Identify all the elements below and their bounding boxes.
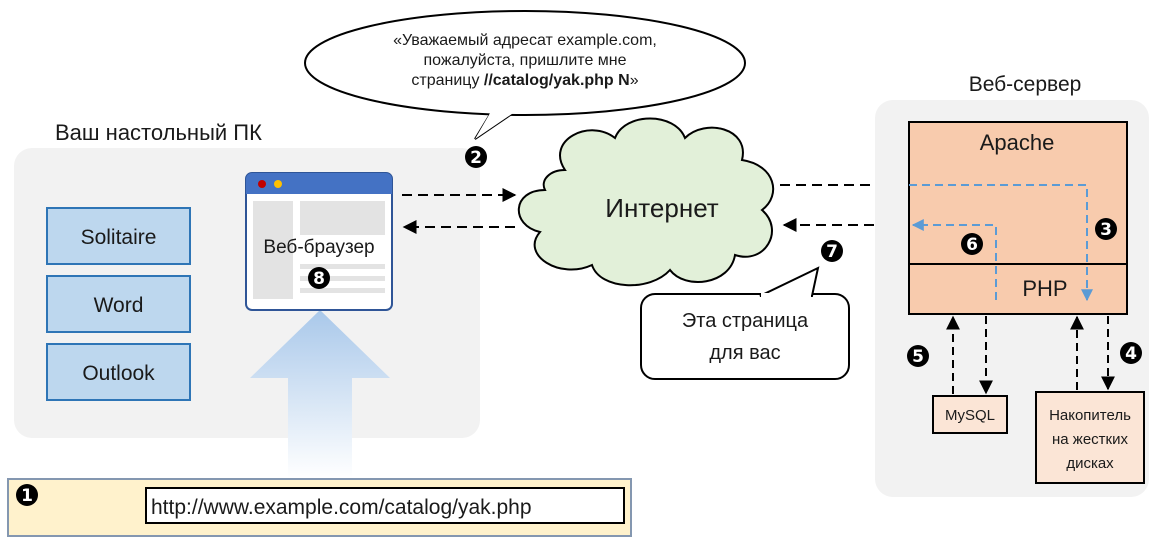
- step-8-label: 8: [313, 269, 325, 289]
- step-1-badge: 1: [16, 484, 38, 506]
- disk-label-line-3: дисках: [1066, 455, 1114, 472]
- step-3-label: 3: [1100, 220, 1112, 240]
- step-4-badge: 4: [1120, 342, 1142, 364]
- step-7-badge: 7: [821, 240, 843, 262]
- response-line-2: для вас: [709, 342, 780, 364]
- internet-cloud: Интернет: [517, 117, 775, 287]
- php-to-apache-flow: [911, 219, 997, 300]
- step-2-label: 2: [470, 148, 482, 168]
- request-line-1: «Уважаемый адресат example.com,: [393, 32, 657, 49]
- step-7-label: 7: [826, 242, 838, 262]
- response-bubble: Эта страница для вас: [640, 266, 850, 380]
- minimize-dot-icon: [274, 180, 282, 188]
- request-line-3-prefix: страницу: [411, 72, 484, 89]
- server-title: Веб-сервер: [969, 73, 1082, 96]
- browser-window: Веб-браузер 8: [245, 172, 393, 311]
- step-5-label: 5: [912, 347, 924, 367]
- url-text: http://www.example.com/catalog/yak.php: [151, 496, 532, 519]
- disk-label-line-2: на жестких: [1052, 431, 1128, 448]
- php-label: PHP: [1022, 276, 1067, 301]
- url-bar: 1 http://www.example.com/catalog/yak.php: [7, 478, 632, 537]
- disk-storage-box: Накопитель на жестких дисках: [1035, 391, 1145, 484]
- app-word: Word: [46, 275, 191, 333]
- apache-label: Apache: [980, 130, 1055, 155]
- request-line-3: страницу //catalog/yak.php N»: [411, 72, 638, 89]
- internet-label: Интернет: [605, 193, 719, 223]
- app-label-outlook: Outlook: [82, 362, 155, 385]
- request-line-3-suffix: »: [630, 72, 639, 89]
- step-4-label: 4: [1125, 344, 1137, 364]
- desktop-title: Ваш настольный ПК: [55, 120, 262, 145]
- step-5-badge: 5: [907, 345, 929, 367]
- step-6-badge: 6: [961, 233, 983, 255]
- step-6-label: 6: [966, 235, 978, 255]
- browser-label: Веб-браузер: [263, 237, 374, 258]
- apache-php-box: Apache PHP: [908, 121, 1128, 315]
- app-label-word: Word: [94, 294, 144, 317]
- close-dot-icon: [258, 180, 266, 188]
- apache-to-php-flow: [909, 184, 1093, 302]
- mysql-label: MySQL: [945, 407, 995, 424]
- input-up-arrow: [250, 310, 390, 478]
- request-line-3-bold: //catalog/yak.php N: [484, 72, 630, 89]
- app-solitaire: Solitaire: [46, 207, 191, 265]
- app-outlook: Outlook: [46, 343, 191, 401]
- mysql-box: MySQL: [932, 395, 1008, 434]
- response-line-1: Эта страница: [682, 310, 809, 332]
- request-bubble: «Уважаемый адресат example.com, пожалуйс…: [304, 10, 746, 140]
- step-1-label: 1: [21, 486, 33, 506]
- url-field[interactable]: [145, 487, 625, 524]
- request-line-2: пожалуйста, пришлите мне: [423, 52, 626, 69]
- app-label-solitaire: Solitaire: [81, 226, 157, 249]
- disk-label-line-1: Накопитель: [1049, 407, 1131, 424]
- step-3-badge: 3: [1095, 218, 1117, 240]
- step-2-badge: 2: [465, 146, 487, 168]
- step-8-badge: 8: [308, 267, 330, 289]
